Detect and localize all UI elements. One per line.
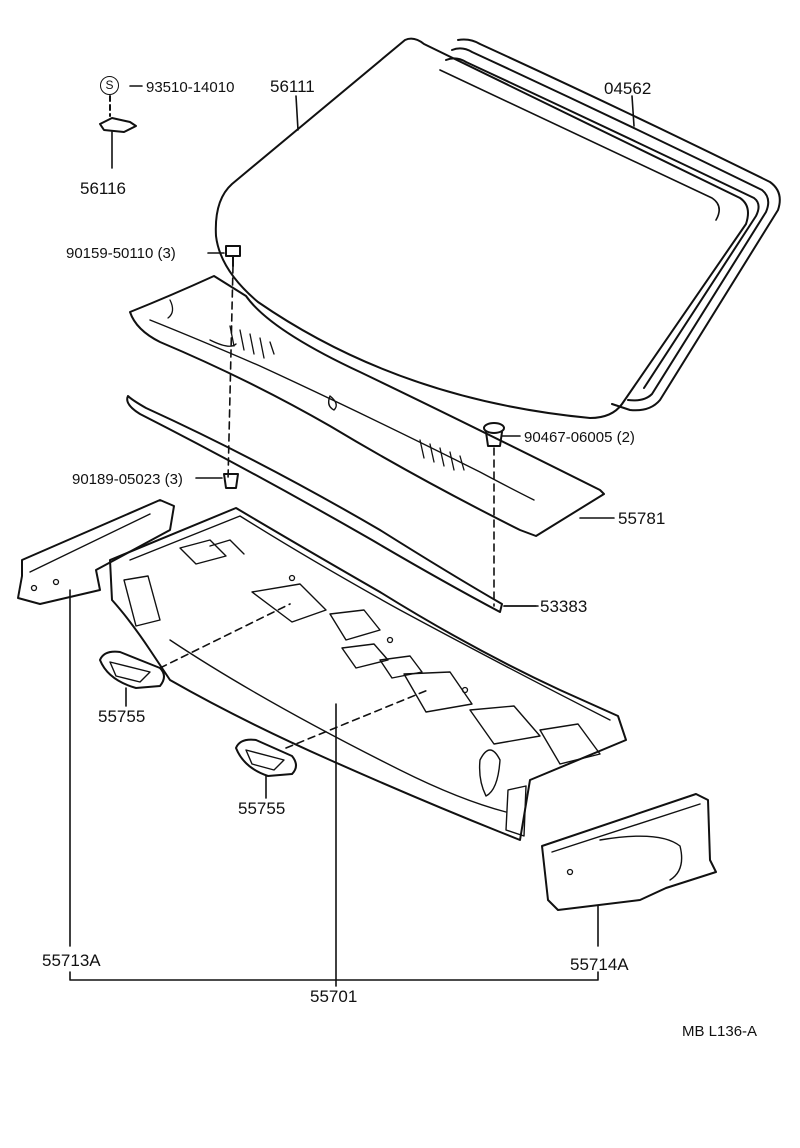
seal-pad-right-drawing bbox=[235, 689, 429, 799]
screw-drawing bbox=[207, 245, 241, 481]
label-windshield-glass: 56111 bbox=[270, 77, 315, 96]
label-seal-pad-right: 55755 bbox=[238, 799, 286, 818]
s-symbol-icon: S bbox=[100, 76, 119, 95]
label-screw: 90159-50110 (3) bbox=[66, 245, 176, 262]
side-panel-left-drawing bbox=[17, 499, 175, 947]
label-clip-bracket: 56116 bbox=[80, 179, 127, 198]
label-seal-pad-left: 55755 bbox=[98, 707, 146, 726]
weatherstrip-drawing bbox=[445, 38, 781, 412]
label-cowl-panel: 55701 bbox=[310, 987, 358, 1006]
label-cowl-louver: 55781 bbox=[618, 509, 666, 528]
label-side-panel-left: 55713A bbox=[42, 951, 101, 970]
leader-lines bbox=[129, 85, 635, 607]
label-seal: 53383 bbox=[540, 597, 588, 616]
seal-pad-left-drawing bbox=[99, 603, 291, 707]
drawing-code: MB L136-A bbox=[682, 1023, 758, 1040]
assembly-bracket-drawing bbox=[69, 971, 599, 987]
label-weatherstrip: 04562 bbox=[604, 79, 652, 98]
grommet-drawing bbox=[483, 422, 521, 607]
side-panel-right-drawing bbox=[541, 793, 717, 947]
label-side-panel-right: 55714A bbox=[570, 955, 629, 974]
label-grommet: 90467-06005 (2) bbox=[524, 429, 635, 446]
label-nut: 90189-05023 (3) bbox=[72, 471, 183, 488]
clip-bracket-drawing bbox=[99, 95, 137, 169]
nut-drawing bbox=[195, 473, 239, 489]
label-clip-top: 93510-14010 bbox=[146, 79, 235, 96]
cowl-louver-drawing bbox=[129, 275, 605, 537]
cowl-panel-drawing bbox=[109, 507, 627, 981]
windshield-glass-drawing bbox=[214, 37, 749, 419]
